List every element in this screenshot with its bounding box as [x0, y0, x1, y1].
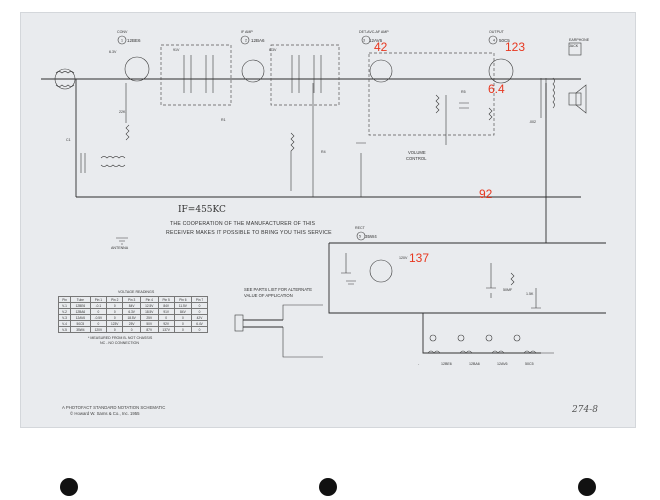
tube-4-envelope: [488, 58, 514, 84]
voltage-table-cell: 120V: [89, 326, 108, 333]
table-footnote-2: NC - NO CONNECTION: [100, 341, 139, 345]
if-transformer-1: [160, 44, 232, 106]
cooperation-line-2: RECEIVER MAKES IT POSSIBLE TO BRING YOU …: [166, 230, 332, 236]
tube-number: 2: [245, 39, 247, 43]
table-footnote-1: * MEASURED FROM B- NOT CHASSIS: [88, 336, 153, 340]
if-transformer-2: [270, 44, 340, 106]
svg-text:.002: .002: [529, 120, 536, 124]
svg-text:12AV6: 12AV6: [497, 362, 508, 366]
tube-type-label: 12AV6: [369, 38, 383, 43]
annotation-6-4: 6.4: [488, 82, 505, 96]
svg-text:120V: 120V: [399, 256, 408, 260]
svg-text:12BE6: 12BE6: [441, 362, 452, 366]
tube-3-envelope: [369, 59, 393, 83]
cooperation-line-1: THE COOPERATION OF THE MANUFACTURER OF T…: [170, 221, 316, 227]
annotation-123: 123: [505, 40, 526, 54]
voltage-table-cell: V-5: [57, 326, 72, 333]
voltage-table-title: VOLTAGE READINGS: [118, 290, 155, 294]
svg-text:R1: R1: [221, 118, 226, 122]
tube-role-label: OUTPUT: [489, 30, 505, 34]
tube-role-label: DET-AVC-AF AMP: [359, 30, 389, 34]
schematic-diagram: 6.3V 91V 6.3V 22K C1 R1 R4 R5 .002 EARPH…: [41, 30, 606, 366]
annotation-92: 92: [479, 187, 493, 201]
if-note: IF=455KC: [178, 205, 226, 215]
binder-hole-left: [60, 478, 78, 496]
footer-line-1: A PHOTOFACT STANDARD NOTATION SCHEMATIC: [62, 405, 166, 410]
tube-number: 3: [363, 39, 365, 43]
svg-text:50C5: 50C5: [525, 362, 534, 366]
svg-text:EARPHONE: EARPHONE: [569, 38, 590, 42]
svg-text:ANTENNA: ANTENNA: [111, 246, 129, 250]
svg-text:6.3V: 6.3V: [269, 48, 277, 52]
svg-text:91V: 91V: [173, 48, 180, 52]
voltage-table-cell: 0: [106, 326, 124, 333]
parts-note-1: SEE PARTS LIST FOR ALTERNATE: [244, 287, 313, 292]
tube-1-envelope: [124, 56, 150, 82]
schematic-sheet: 6.3V 91V 6.3V 22K C1 R1 R4 R5 .002 EARPH…: [20, 12, 636, 428]
tube-type-label: 12BE6: [127, 38, 141, 43]
svg-text:50MF: 50MF: [503, 288, 513, 292]
tube-number: 1: [121, 39, 123, 43]
svg-text:22K: 22K: [119, 110, 126, 114]
voltage-table-cell: 137V: [157, 326, 175, 333]
page-number: 274-8: [572, 405, 598, 415]
svg-text:12BA6: 12BA6: [469, 362, 480, 366]
tube-role-label: IF AMP: [241, 30, 253, 34]
voltage-table-cell: 87V: [139, 326, 159, 333]
footer-line-2: © Howard W. Sams & Co., Inc. 1955: [70, 411, 140, 416]
binder-hole-right: [578, 478, 596, 496]
tube-number: 4: [493, 39, 495, 43]
detector-network: [368, 52, 495, 136]
svg-text:R4: R4: [321, 150, 326, 154]
tube-role-label: RECT: [355, 226, 366, 230]
antenna-coil: [54, 68, 76, 90]
svg-text:JACK: JACK: [569, 44, 579, 48]
voltage-table-cell: 35W4: [70, 326, 91, 333]
svg-text:1.5K: 1.5K: [526, 292, 534, 296]
svg-text:R5: R5: [461, 90, 466, 94]
tube-type-label: 12BA6: [251, 38, 265, 43]
tube-5-envelope: [369, 259, 393, 283]
volume-label-1: VOLUME: [408, 150, 426, 155]
speaker-icon: [575, 84, 587, 114]
annotation-137: 137: [409, 251, 430, 265]
tube-number: 5: [359, 235, 361, 239]
voltage-table-cell: 0: [173, 326, 192, 333]
tube-type-label: 35W4: [365, 234, 377, 239]
annotation-42: 42: [374, 40, 388, 54]
svg-text:C1: C1: [66, 138, 71, 142]
svg-text:6.3V: 6.3V: [109, 50, 117, 54]
voltage-table-cell: 0: [190, 326, 209, 333]
svg-text:-: -: [418, 362, 420, 366]
volume-label-2: CONTROL: [406, 156, 427, 161]
line-plug-icon: [234, 314, 244, 332]
voltage-table-cell: 0: [122, 326, 141, 333]
tube-2-envelope: [241, 59, 265, 83]
tube-type-label: 50C5: [499, 38, 510, 43]
tube-role-label: CONV: [117, 30, 128, 34]
binder-hole-center: [319, 478, 337, 496]
oscillator-coil: [80, 153, 126, 173]
parts-note-2: VALUE OF APPLICATION: [244, 293, 293, 298]
